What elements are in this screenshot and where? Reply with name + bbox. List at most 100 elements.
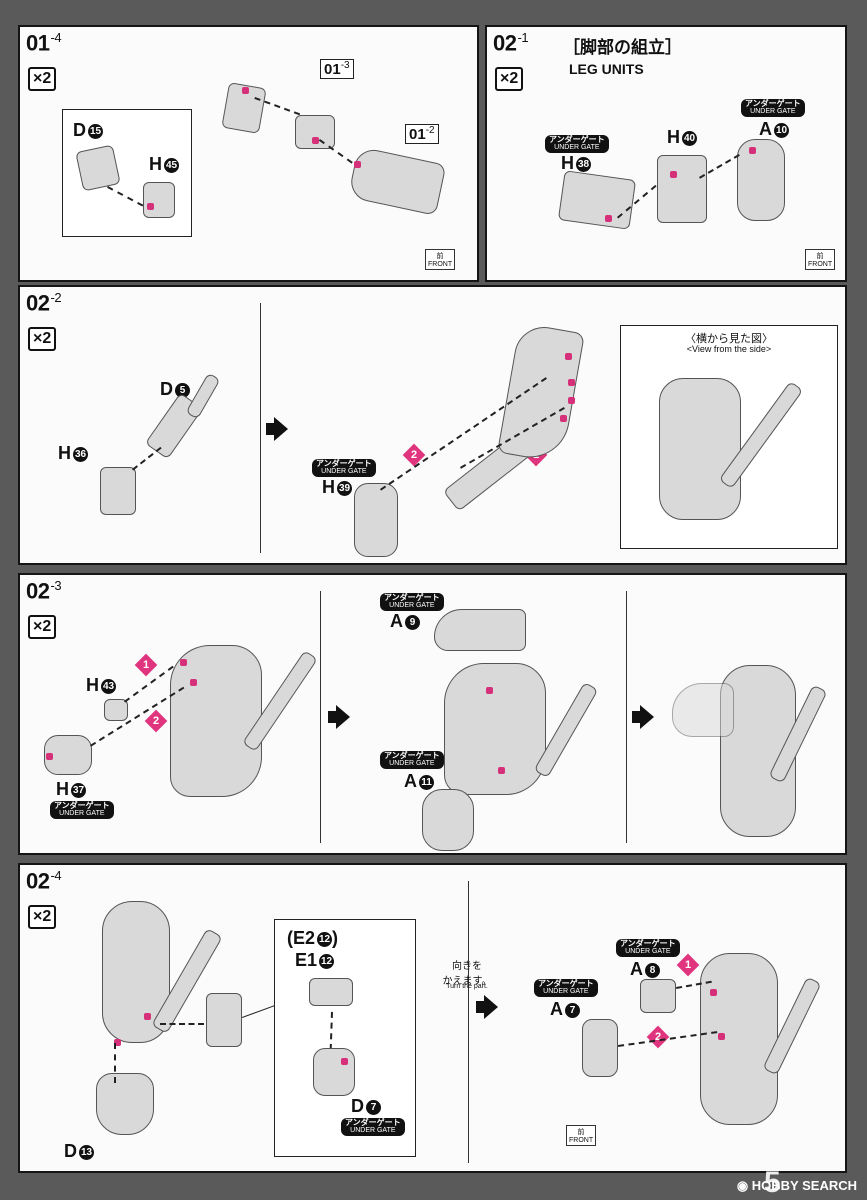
peg-marker: [749, 147, 756, 154]
section-title-jp: ［脚部の組立］: [563, 38, 682, 57]
peg-marker: [354, 161, 361, 168]
part-h43: [104, 699, 128, 721]
order-badge-2: 2: [144, 709, 168, 733]
peg-marker: [114, 1039, 121, 1046]
step-flow-arrow: [632, 705, 654, 729]
part-foot-assembly: [347, 146, 447, 216]
quantity-badge: ×2: [28, 905, 57, 929]
part-a10: [737, 139, 785, 221]
side-view-title-en: <View from the side>: [686, 344, 772, 354]
part-side-view-frame: [659, 378, 741, 520]
quantity-badge: ×2: [28, 327, 57, 351]
quantity-badge: ×2: [495, 67, 524, 91]
peg-marker: [568, 379, 575, 386]
order-badge-2: 2: [646, 1025, 670, 1049]
step-flow-arrow: [328, 705, 350, 729]
peg-marker: [710, 989, 717, 996]
step-flow-arrow: [476, 995, 498, 1019]
part-h37: [44, 735, 92, 775]
step-number: 02-1: [493, 30, 529, 56]
divider: [468, 881, 469, 1163]
quantity-badge: ×2: [28, 67, 57, 91]
part-d13: [96, 1073, 154, 1135]
assembly-arrow: [114, 1043, 116, 1083]
assembly-arrow: [318, 139, 353, 164]
part-a9: [434, 609, 526, 651]
peg-marker: [560, 415, 567, 422]
step-number: 01-4: [26, 30, 62, 56]
sub-assembly-label-01-3: 01-3: [320, 59, 354, 79]
part-h40: [657, 155, 707, 223]
part-leg-frame: [170, 645, 262, 797]
page-number: 5: [764, 1166, 781, 1199]
step-number: 02-3: [26, 578, 62, 604]
peg-marker: [46, 753, 53, 760]
peg-marker: [565, 353, 572, 360]
part-leg-assembly: [444, 663, 546, 795]
peg-marker: [242, 87, 249, 94]
part-leg-frame: [497, 322, 585, 464]
part-a8: [640, 979, 676, 1013]
peg-marker: [605, 215, 612, 222]
assembly-arrow: [329, 1011, 333, 1050]
part-h45: [143, 182, 175, 218]
peg-marker: [190, 679, 197, 686]
assembly-arrow: [160, 1023, 204, 1025]
divider: [626, 591, 627, 843]
divider: [260, 303, 261, 553]
part-d15: [75, 144, 121, 192]
peg-marker: [718, 1033, 725, 1040]
part-d5-tip: [185, 372, 221, 420]
peg-marker: [312, 137, 319, 144]
peg-marker: [486, 687, 493, 694]
brand-logo-icon: ◉: [736, 1178, 752, 1193]
part-a7: [582, 1019, 618, 1077]
section-title-en: LEG UNITS: [569, 61, 644, 77]
sub-assembly-label-01-2: 01-2: [405, 124, 439, 144]
part-h38: [557, 170, 637, 230]
part-knee-cover: [206, 993, 242, 1047]
order-badge-1: 1: [676, 953, 700, 977]
inset-leader-line: [242, 1005, 275, 1018]
part-ghost-cover: [672, 683, 734, 737]
turn-instruction-jp: 向きを かえます。: [442, 961, 492, 987]
watermark-brand: ◉ HOBBY SEARCH: [736, 1178, 857, 1193]
turn-instruction-en: Turn the part.: [446, 983, 488, 990]
step-number: 02-2: [26, 290, 62, 316]
assembly-arrow: [107, 186, 144, 207]
peg-marker: [180, 659, 187, 666]
part-h36: [100, 467, 136, 515]
peg-marker: [670, 171, 677, 178]
peg-marker: [341, 1058, 348, 1065]
part-a11: [422, 789, 474, 851]
